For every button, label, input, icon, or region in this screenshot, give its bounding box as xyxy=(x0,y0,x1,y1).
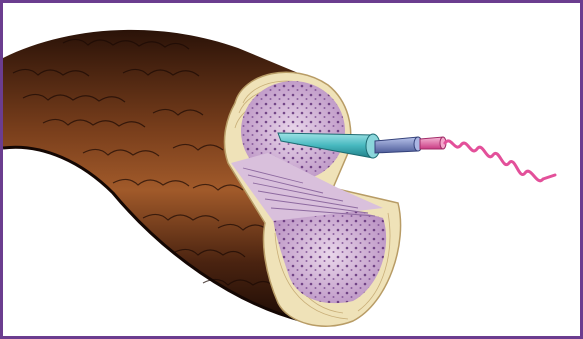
protofibril xyxy=(420,137,446,149)
microfibril xyxy=(375,137,422,153)
alpha-helix xyxy=(445,141,555,181)
hair-shaft-illustration xyxy=(3,3,580,336)
